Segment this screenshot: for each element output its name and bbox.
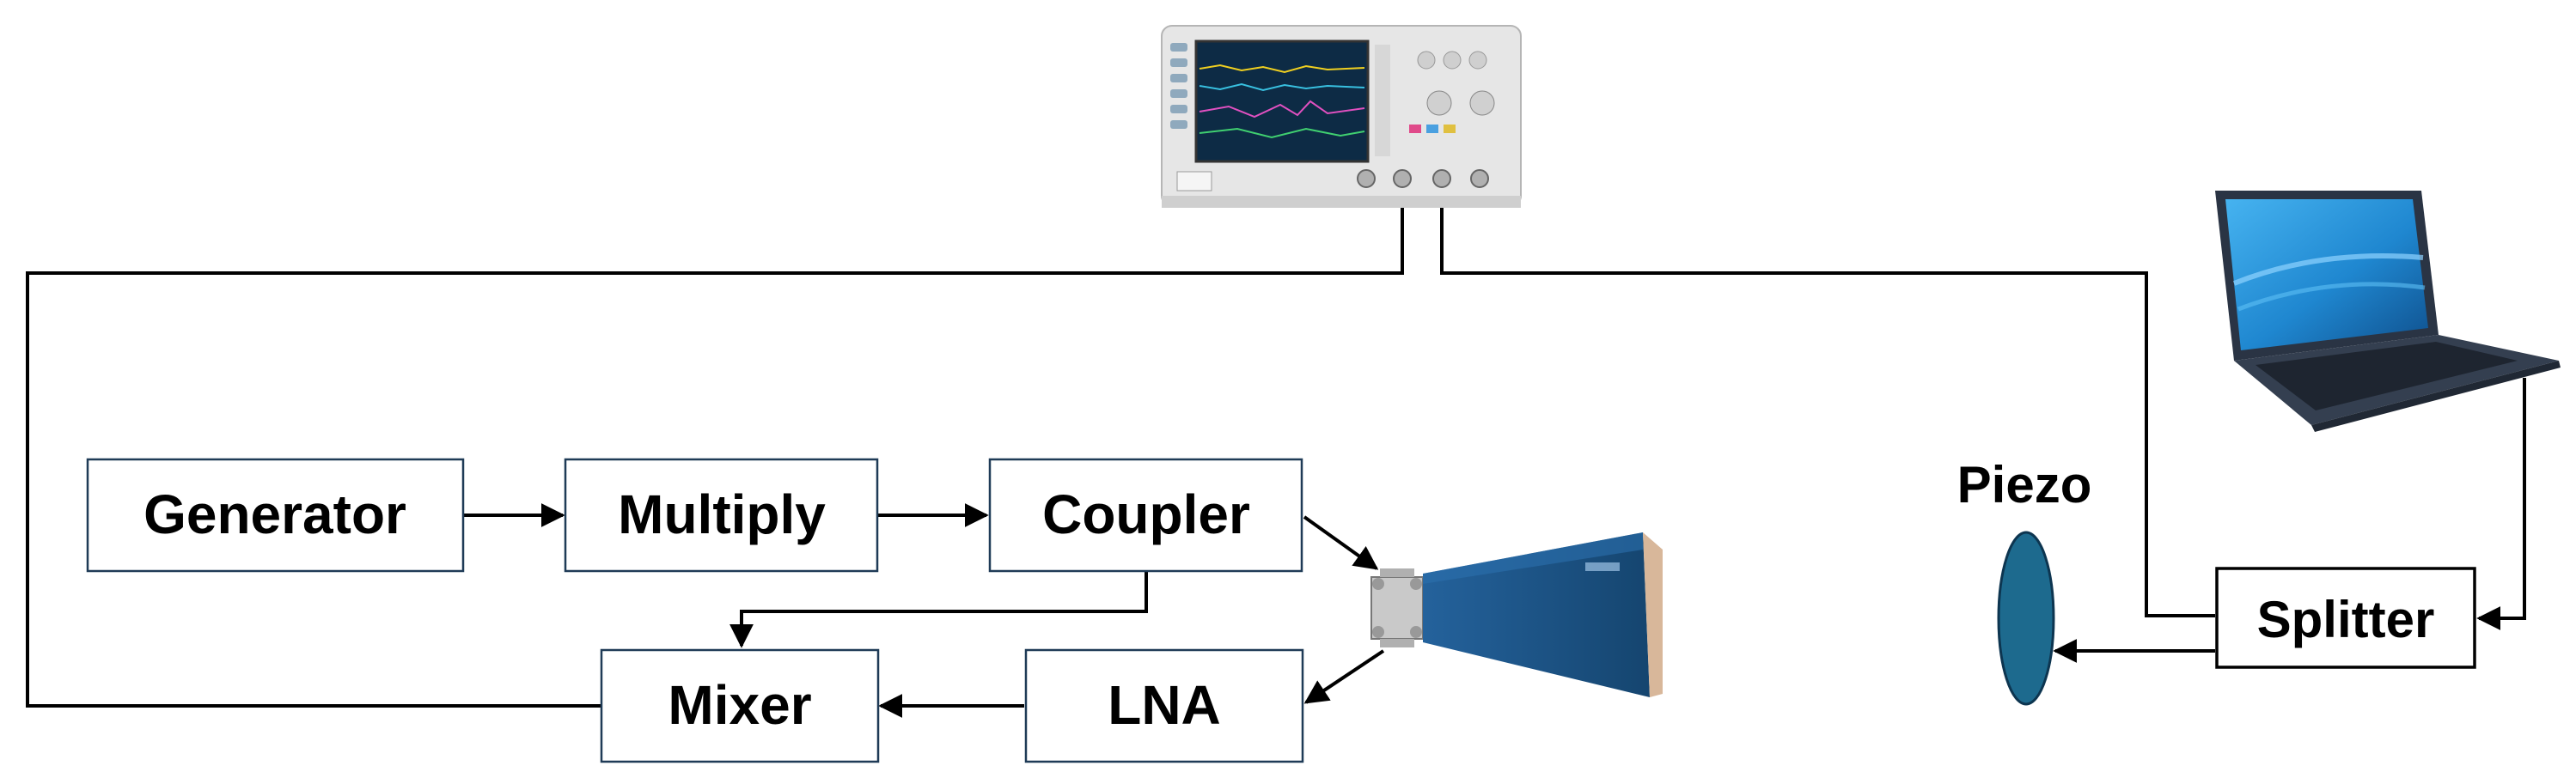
coupler-to-horn-arrow [1303,515,1379,570]
horn-to-lna-arrow [1303,649,1385,704]
multiply-block: Multiply [564,458,879,573]
generator-label: Generator [143,483,406,545]
mixer-block: Mixer [600,648,880,763]
splitter-block: Splitter [2215,567,2476,669]
laptop-to-splitter-line [2476,378,2526,630]
mixer-label: Mixer [668,674,811,736]
lna-block: LNA [1024,648,1304,763]
oscilloscope-icon [1161,25,1522,208]
piezo-transducer-icon: Piezo [1957,456,2092,706]
coupler-to-mixer-arrow [729,571,1148,648]
coupler-block: Coupler [988,458,1303,573]
horn-antenna-icon [1370,532,1663,697]
coupler-label: Coupler [1042,483,1250,545]
multiply-label: Multiply [618,483,826,545]
lna-label: LNA [1108,674,1221,736]
splitter-label: Splitter [2257,591,2435,648]
generator-block: Generator [86,458,465,573]
piezo-label: Piezo [1957,456,2092,514]
connections [26,176,2526,718]
splitter-to-scope-line [1430,176,2215,617]
mixer-to-scope-line [26,176,1414,708]
laptop-icon [2215,191,2561,432]
